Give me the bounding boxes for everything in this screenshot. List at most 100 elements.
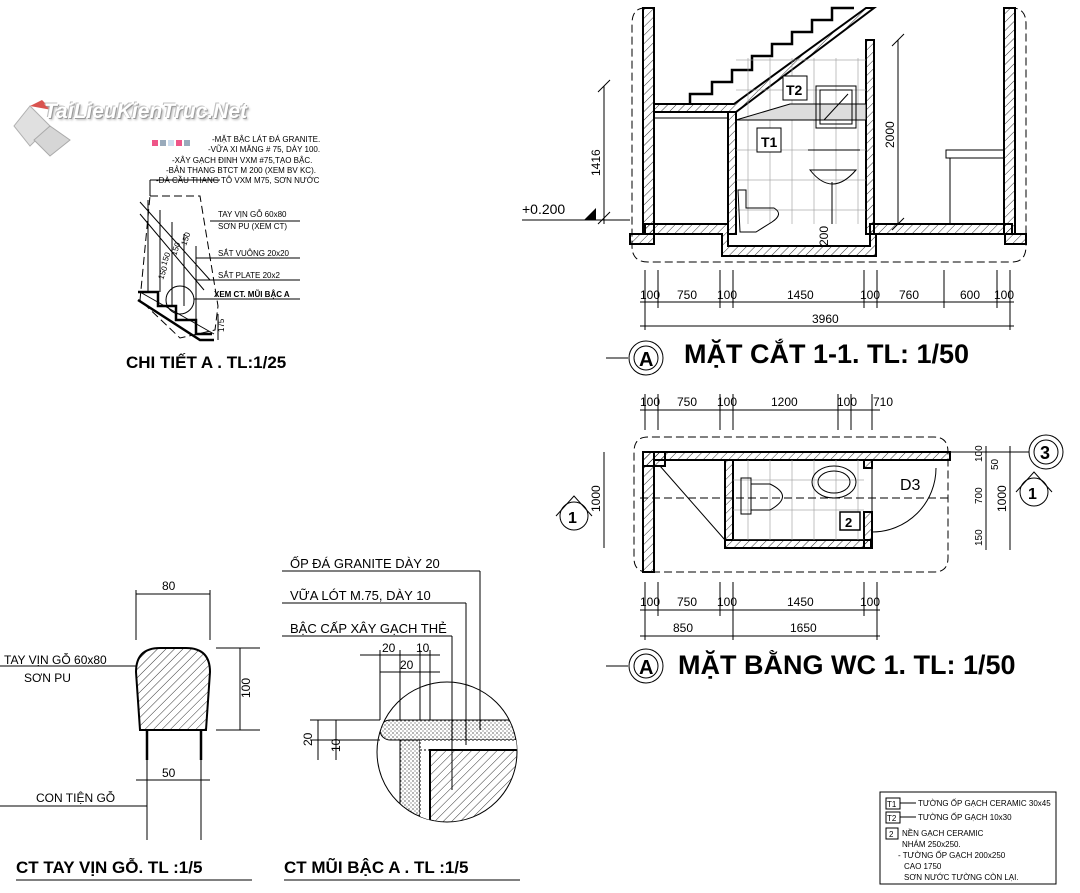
legend-tag-1: T1 — [887, 800, 897, 809]
section-wall-mid — [727, 111, 737, 235]
section-dim-1: 100 — [640, 288, 660, 302]
plan-wall-top — [653, 451, 951, 461]
section-dim-total: 3960 — [812, 312, 839, 326]
detail-a-label-square: SẮT VUÔNG 20x20 — [218, 249, 290, 258]
handrail-height: 100 — [239, 678, 253, 698]
cut-marker-right: 1 — [1015, 471, 1053, 507]
section-dim-height-right: 2000 — [883, 121, 897, 148]
detail-a-note-1: -MẶT BẬC LÁT ĐÁ GRANITE. — [212, 135, 320, 144]
handrail-label-1: TAY VỊN GỖ 60x80 — [4, 652, 107, 667]
section-boundary — [631, 7, 1027, 263]
nosing-label-1: ỐP ĐÁ GRANITE DÀY 20 — [290, 556, 440, 571]
plan-top-dim-4: 1200 — [771, 395, 798, 409]
plan-bottom-dim-4: 1450 — [787, 595, 814, 609]
plan-wc-1: D3 2 100 750 100 1200 100 710 100 750 10… — [555, 394, 1064, 684]
section-wall-left — [642, 7, 655, 235]
logo-mark — [13, 100, 190, 157]
section-wall-mid2 — [865, 39, 875, 235]
plan-basin — [811, 465, 857, 499]
plan-top-dim-2: 750 — [677, 395, 697, 409]
section-tag-t2 — [782, 75, 808, 101]
section-dim-8: 100 — [994, 288, 1014, 302]
section-tag-t1 — [756, 127, 782, 153]
detail-a-note-4: -BẢN THANG BTCT M 200 (XEM BV KC). — [166, 166, 316, 175]
detail-a-boundary — [139, 195, 219, 339]
section-1-1: T2 T1 +0.200 1416 2000 200 100 750 100 1… — [522, 6, 1027, 376]
cut-marker-left-label: 1 — [568, 510, 577, 527]
detail-a-note-3: -XÂY GẠCH ĐINH VXM #75,TẠO BẬC. — [172, 156, 312, 165]
section-dim-3: 100 — [717, 288, 737, 302]
section-marker: A — [639, 349, 653, 371]
section-bench — [945, 149, 1005, 159]
section-dim-floor: 200 — [817, 226, 831, 246]
detail-a-dim-2: 150 — [169, 241, 182, 257]
section-wall-right — [1003, 7, 1016, 235]
nosing-label-2: VỮA LÓT M.75, DÀY 10 — [290, 588, 431, 603]
cut-marker-right-label: 1 — [1028, 486, 1037, 503]
section-dim-7: 600 — [960, 288, 980, 302]
section-tag-t1-label: T1 — [761, 134, 778, 150]
plan-title: MẶT BẰNG WC 1. TL: 1/50 — [678, 649, 1016, 680]
plan-bottom2-dim-2: 1650 — [790, 621, 817, 635]
section-basin — [808, 169, 858, 185]
nosing-label-3: BẬC CẤP XÂY GẠCH THẺ — [290, 621, 447, 636]
handrail-post: 50 — [162, 766, 176, 780]
handrail-profile — [134, 647, 212, 731]
legend-text-1: TƯỜNG ỐP GẠCH CERAMIC 30x45 — [918, 798, 1051, 808]
plan-bottom-dim-3: 100 — [717, 595, 737, 609]
section-dim-4: 1450 — [787, 288, 814, 302]
section-tile-band — [735, 103, 867, 121]
section-tag-t2-label: T2 — [786, 82, 803, 98]
watermark-logo: TaiLieuKienTruc.Net — [14, 100, 264, 160]
section-toilet — [737, 189, 779, 233]
plan-right-dim-4: 150 — [974, 529, 985, 546]
legend-extra-2: - TƯỜNG ỐP GẠCH 200x250 — [898, 850, 1006, 860]
nosing-dim-v10: 10 — [329, 738, 343, 752]
plan-top-dim-1: 100 — [640, 395, 660, 409]
section-floor — [629, 223, 1027, 257]
plan-bottom-dim-1: 100 — [640, 595, 660, 609]
detail-a-label-plate: SẮT PLATE 20x2 — [218, 271, 281, 280]
plan-marker: A — [639, 657, 653, 679]
plan-door-label: D3 — [900, 477, 921, 494]
detail-a-label-paint: SƠN PU (XEM CT) — [218, 222, 287, 231]
section-stair-steps — [688, 6, 854, 104]
plan-top-dim-6: 710 — [873, 395, 893, 409]
nosing-brick — [429, 749, 517, 822]
handrail-title: CT TAY VỊN GỖ. TL :1/5 — [16, 858, 202, 877]
detail-a-note-2: -VỮA XI MĂNG # 75, DÀY 100. — [208, 145, 320, 154]
detail-a: -MẶT BẬC LÁT ĐÁ GRANITE. -VỮA XI MĂNG # … — [126, 135, 320, 372]
level-marker — [584, 208, 596, 220]
plan-wall-mid — [724, 459, 734, 541]
legend: T1 TƯỜNG ỐP GẠCH CERAMIC 30x45 T2 TƯỜNG … — [879, 791, 1057, 885]
plan-bottom2-dim-1: 850 — [673, 621, 693, 635]
nosing-dim-10: 10 — [416, 641, 430, 655]
section-level: +0.200 — [522, 201, 565, 217]
nosing-granite-riser — [399, 739, 421, 822]
detail-a-dim-1: 150 — [159, 251, 172, 267]
detail-a-balusters — [139, 200, 211, 320]
detail-a-dim-4: 150 — [156, 265, 169, 281]
handrail-label-3: CON TIỆN GỖ — [36, 790, 115, 805]
section-dim-5: 100 — [860, 288, 880, 302]
nosing-granite — [379, 719, 517, 741]
plan-wall-right-stub — [863, 511, 873, 549]
plan-right-dim-total: 1000 — [995, 485, 1009, 512]
legend-extra-1: NHÁM 250x250. — [902, 840, 961, 849]
plan-top-dim-5: 100 — [837, 395, 857, 409]
detail-a-label-rail: TAY VỊN GỖ 60x80 — [218, 210, 287, 219]
section-mirror — [815, 85, 857, 129]
plan-top-dim-3: 100 — [717, 395, 737, 409]
detail-a-title: CHI TIẾT A . TL:1/25 — [126, 353, 286, 372]
legend-text-3: NỀN GẠCH CERAMIC — [902, 828, 984, 838]
legend-extra-3: CAO 1750 — [904, 862, 942, 871]
plan-wall-left — [642, 451, 655, 573]
plan-bottom-dim-5: 100 — [860, 595, 880, 609]
watermark-text: TaiLieuKienTruc.Net — [44, 100, 248, 123]
handrail-label-2: SƠN PU — [24, 671, 71, 685]
legend-tag-3: 2 — [889, 830, 894, 839]
detail-a-note-5: -ĐÀ CẦU THANG TÔ VXM M75, SƠN NƯỚC — [156, 175, 320, 185]
plan-right-dim-2: 50 — [990, 458, 1001, 470]
plan-floor-tag-label: 2 — [845, 515, 852, 530]
